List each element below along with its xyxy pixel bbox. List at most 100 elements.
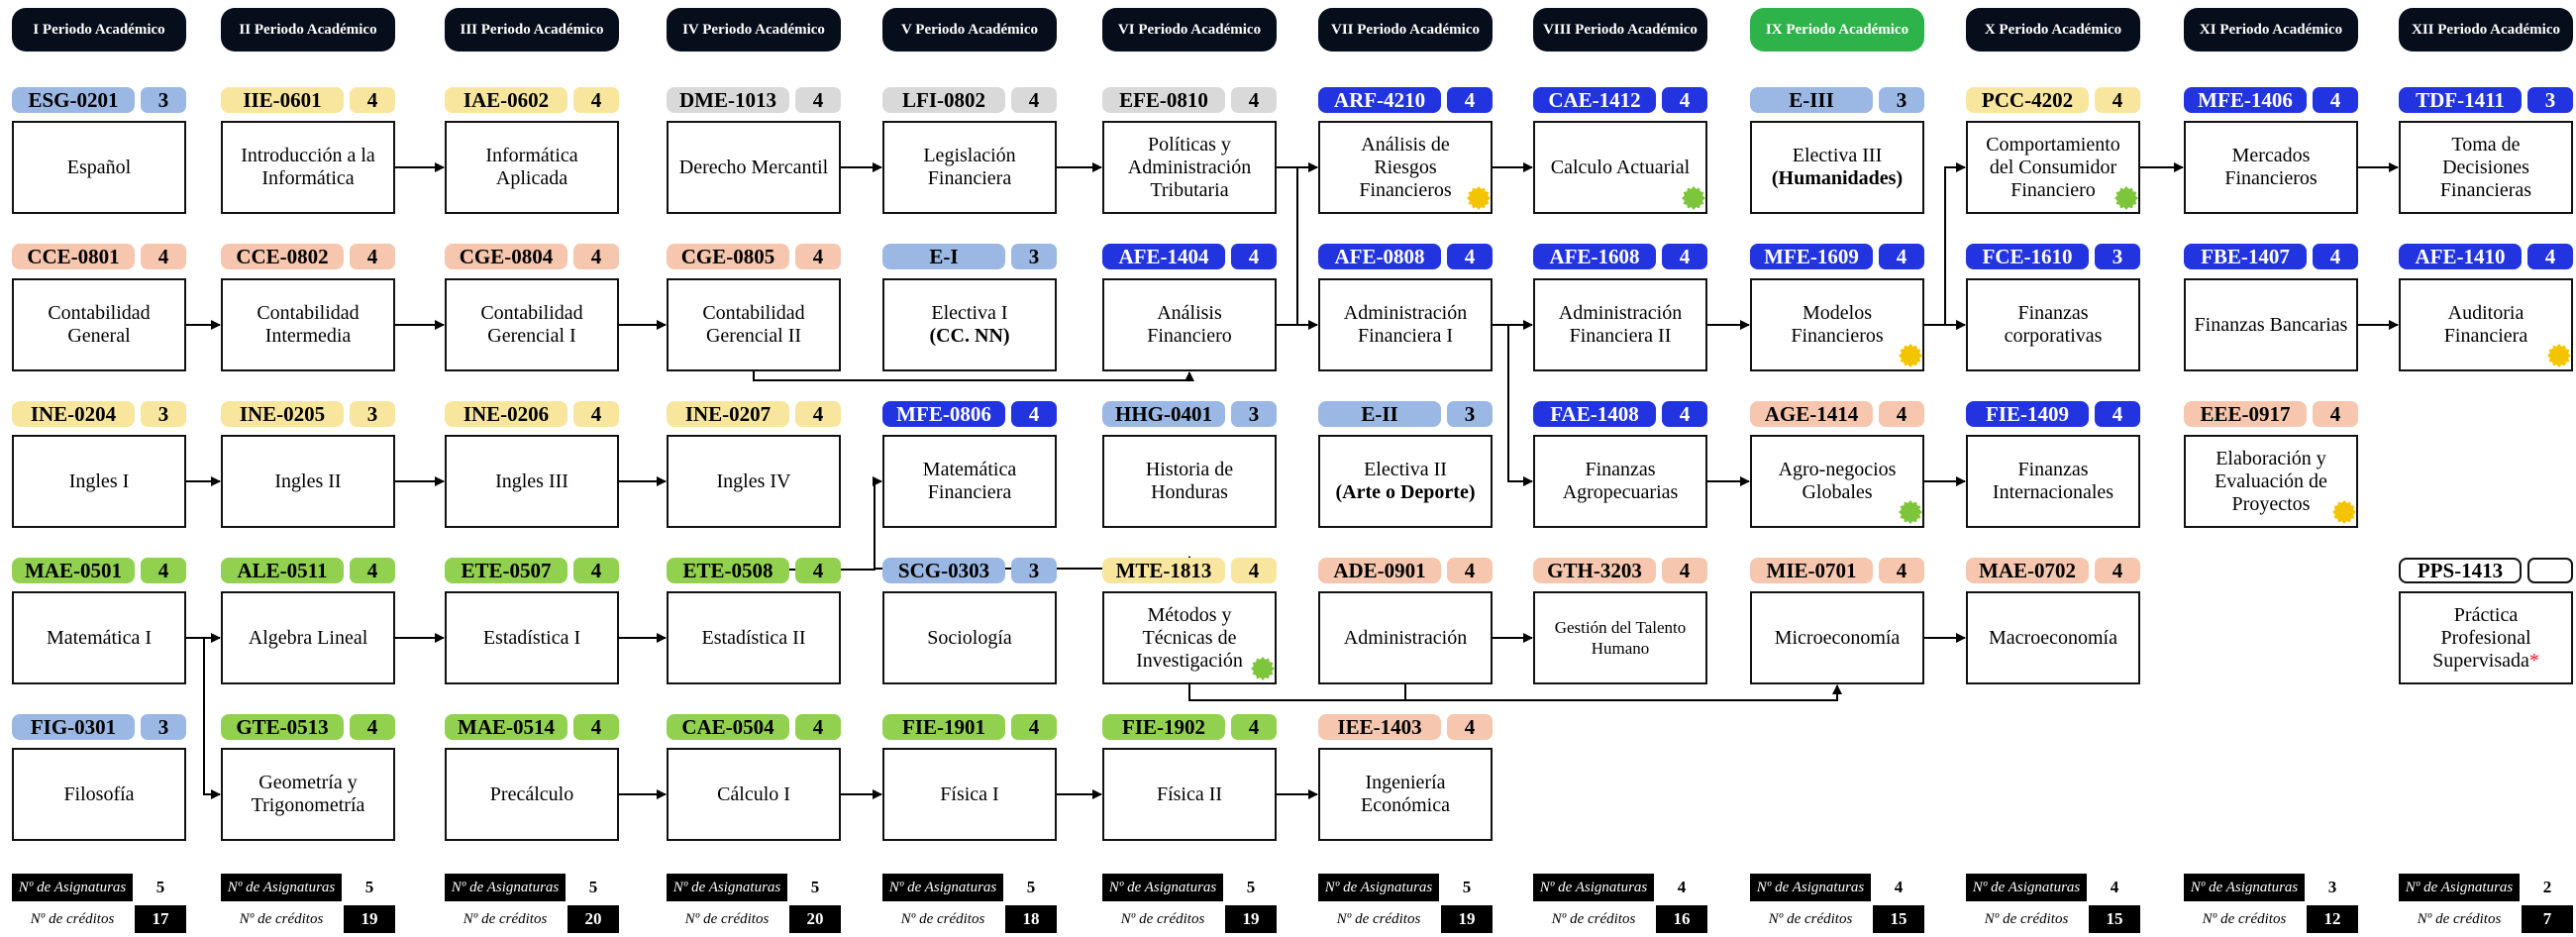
course-name-wrap: Modelos Financieros [1760, 302, 1914, 348]
course-box[interactable]: Legislación Financiera [882, 121, 1057, 214]
course-box[interactable]: Ingles II [221, 435, 395, 528]
course-box[interactable]: Macroeconomía [1966, 591, 2140, 684]
course-box[interactable]: Auditoria Financiera [2399, 278, 2573, 371]
course-box[interactable]: Toma de Decisiones Financieras [2399, 121, 2573, 214]
course-name: Sociología [927, 626, 1012, 649]
course-box[interactable]: Electiva II(Arte o Deporte) [1318, 435, 1493, 528]
credits-pill: 4 [1662, 558, 1707, 583]
course-name-wrap: Administración Financiera I [1328, 302, 1483, 348]
course-code-pill: E-I [882, 244, 1005, 269]
credits-pill: 4 [573, 244, 619, 269]
course-box[interactable]: Informática Aplicada [445, 121, 619, 214]
course-box[interactable]: Ingles I [12, 435, 186, 528]
creditos-count: 20 [789, 905, 841, 933]
course-code-pill: CCE-0801 [12, 244, 135, 269]
green-seal-icon [1682, 186, 1705, 210]
course-box[interactable]: Gestión del Talento Humano [1533, 591, 1707, 684]
creditos-count: 12 [2307, 905, 2358, 933]
credits-pill: 4 [795, 401, 841, 427]
course-box[interactable]: Ingles IV [667, 435, 841, 528]
credits-pill: 4 [573, 558, 619, 583]
green-seal-icon [1251, 657, 1275, 680]
credits-pill: 3 [141, 714, 186, 740]
course-box[interactable]: Práctica Profesional Supervisada* [2399, 591, 2573, 684]
course-box[interactable]: Geometría y Trigonometría [221, 748, 395, 841]
creditos-count: 19 [344, 905, 395, 933]
course-box[interactable]: Contabilidad Intermedia [221, 278, 395, 371]
course-box[interactable]: Administración Financiera I [1318, 278, 1493, 371]
course-box[interactable]: Filosofía [12, 748, 186, 841]
course-box[interactable]: Finanzas Agropecuarias [1533, 435, 1707, 528]
course-box[interactable]: Introducción a la Informática [221, 121, 395, 214]
asignaturas-count: 5 [155, 878, 165, 896]
course-box[interactable]: Finanzas Internacionales [1966, 435, 2140, 528]
course-box[interactable]: Física I [882, 748, 1057, 841]
course-box[interactable]: Sociología [882, 591, 1057, 684]
course-box[interactable]: Estadística I [445, 591, 619, 684]
course-box[interactable]: Ingeniería Económica [1318, 748, 1493, 841]
credits-pill: 4 [1231, 714, 1277, 740]
course-box[interactable]: Análisis de Riesgos Financieros [1318, 121, 1493, 214]
course-box[interactable]: Modelos Financieros [1750, 278, 1924, 371]
course-name-wrap: Ingles II [274, 470, 341, 493]
credits-pill: 4 [1662, 87, 1707, 113]
period-header: XII Periodo Académico [2399, 8, 2573, 52]
course-code-pill: EFE-0810 [1102, 87, 1225, 113]
credits-pill: 4 [1662, 244, 1707, 269]
course-name: Administración Financiera II [1558, 302, 1683, 347]
course-name-wrap: Matemática Financiera [892, 459, 1047, 504]
course-name-wrap: Ingles IV [717, 470, 791, 493]
course-box[interactable]: Mercados Financieros [2184, 121, 2358, 214]
course-box[interactable]: Contabilidad Gerencial II [667, 278, 841, 371]
course-box[interactable]: Comportamiento del Consumidor Financiero [1966, 121, 2140, 214]
course-box[interactable]: Matemática Financiera [882, 435, 1057, 528]
course-box[interactable]: Administración [1318, 591, 1493, 684]
course-box[interactable]: Electiva III(Humanidades) [1750, 121, 1924, 214]
course-name: Cálculo I [717, 782, 790, 805]
yellow-seal-icon [1899, 344, 1922, 367]
course-box[interactable]: Administración Financiera II [1533, 278, 1707, 371]
course-box[interactable]: Matemática I [12, 591, 186, 684]
course-box[interactable]: Algebra Lineal [221, 591, 395, 684]
course-code-pill: FAE-1408 [1533, 401, 1656, 427]
course-box[interactable]: Análisis Financiero [1102, 278, 1277, 371]
course-box[interactable]: Cálculo I [667, 748, 841, 841]
course-name-wrap: Ingles I [69, 470, 130, 493]
course-box[interactable]: Finanzas Bancarias [2184, 278, 2358, 371]
course-name: Administración Financiera I [1343, 302, 1468, 347]
credits-pill: 4 [795, 244, 841, 269]
prerequisite-arrow [753, 371, 1194, 381]
course-box[interactable]: Historia de Honduras [1102, 435, 1277, 528]
course-name: Estadística II [701, 626, 806, 649]
asignaturas-label: Nº de Asignaturas [1750, 874, 1871, 901]
course-box[interactable]: Calculo Actuarial [1533, 121, 1707, 214]
course-name-wrap: Física II [1157, 783, 1222, 806]
course-box[interactable]: Contabilidad Gerencial I [445, 278, 619, 371]
course-box[interactable]: Física II [1102, 748, 1277, 841]
course-box[interactable]: Estadística II [667, 591, 841, 684]
course-name-wrap: Electiva II(Arte o Deporte) [1335, 459, 1475, 504]
course-box[interactable]: Métodos y Técnicas de Investigación [1102, 591, 1277, 684]
course-box[interactable]: Electiva I(CC. NN) [882, 278, 1057, 371]
course-code-pill: SCG-0303 [882, 558, 1005, 583]
course-box[interactable]: Derecho Mercantil [667, 121, 841, 214]
course-name: Gestión del Talento Humano [1554, 618, 1687, 658]
course-box[interactable]: Ingles III [445, 435, 619, 528]
course-box[interactable]: Microeconomía [1750, 591, 1924, 684]
course-box[interactable]: Precálculo [445, 748, 619, 841]
course-box[interactable]: Agro-negocios Globales [1750, 435, 1924, 528]
course-code-pill: INE-0207 [667, 401, 789, 427]
creditos-label: Nº de créditos [221, 905, 342, 933]
period-header: VI Periodo Académico [1102, 8, 1277, 52]
course-box[interactable]: Políticas y Administración Tributaria [1102, 121, 1277, 214]
credits-pill: 4 [795, 714, 841, 740]
course-box[interactable]: Español [12, 121, 186, 214]
course-name: Ingles IV [716, 469, 791, 492]
course-box[interactable]: Elaboración y Evaluación de Proyectos [2184, 435, 2358, 528]
course-box[interactable]: Contabilidad General [12, 278, 186, 371]
course-name: Análisis de Riesgos Financieros [1359, 133, 1452, 201]
course-code-pill: IIE-0601 [221, 87, 344, 113]
credits-pill: 4 [2095, 87, 2140, 113]
creditos-label: Nº de créditos [2399, 905, 2520, 933]
course-box[interactable]: Finanzas corporativas [1966, 278, 2140, 371]
